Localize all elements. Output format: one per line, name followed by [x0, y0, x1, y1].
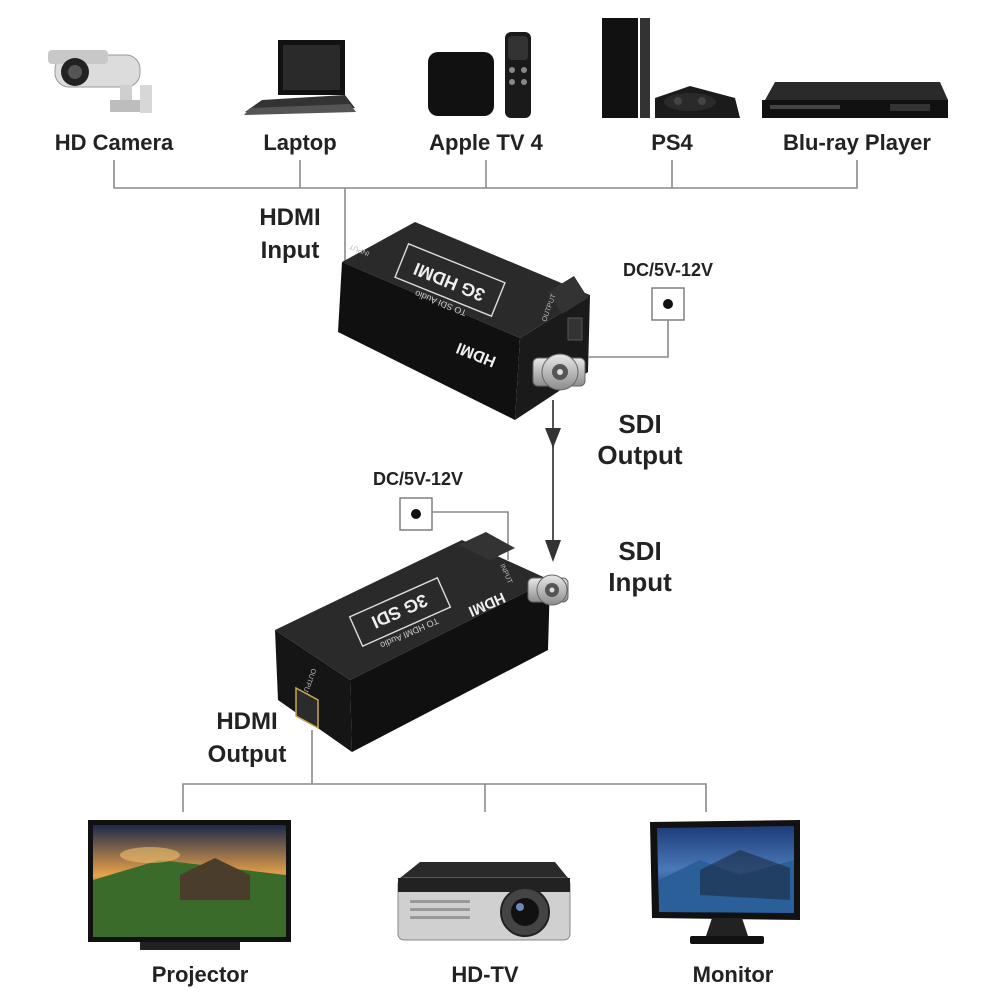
hdmi-input-label-line1: HDMI	[259, 204, 320, 231]
dc-jack-icon-bottom	[399, 497, 433, 531]
hdmi-output-label-line2: Output	[208, 741, 287, 768]
hdmi-output-label-line1: HDMI	[216, 708, 277, 735]
display-label-hdtv: HD-TV	[451, 962, 519, 987]
dc-line-top	[588, 320, 669, 358]
hdmi-to-sdi-converter: 3G HDMI TO SDI Audio HDMI INPUT OUTPUT	[338, 222, 590, 420]
source-label-laptop: Laptop	[263, 130, 336, 155]
dc-line-bottom	[432, 511, 509, 560]
sdi-input-label-line2: Input	[608, 567, 672, 597]
projector-icon	[397, 862, 571, 941]
camera-icon	[48, 50, 152, 113]
sdi-input-label-line1: SDI	[618, 536, 661, 566]
sdi-output-label-line1: SDI	[618, 409, 661, 439]
source-bus	[113, 160, 858, 268]
dc-power-label-top: DC/5V-12V	[623, 260, 713, 280]
hdmi-input-label-line2: Input	[261, 237, 320, 264]
display-label-monitor: Monitor	[693, 962, 774, 987]
display-bus	[182, 730, 707, 812]
source-label-camera: HD Camera	[55, 130, 174, 155]
sdi-output-label-line2: Output	[597, 440, 683, 470]
source-label-bluray: Blu-ray Player	[783, 130, 931, 155]
display-label-projector: Projector	[152, 962, 249, 987]
dc-jack-icon-top	[651, 287, 685, 321]
source-label-ps4: PS4	[651, 130, 693, 155]
laptop-icon	[244, 40, 356, 115]
sdi-cable-arrow	[545, 400, 561, 562]
ps4-icon	[602, 18, 740, 118]
dc-power-label-bottom: DC/5V-12V	[373, 469, 463, 489]
tv-icon	[88, 820, 291, 950]
sdi-to-hdmi-converter: 3G SDI TO HDMI Audio HDMI INPUT OUTPUT	[275, 532, 569, 752]
monitor-icon	[650, 820, 800, 944]
apple-tv-icon	[428, 32, 531, 118]
bluray-icon	[762, 82, 948, 118]
source-label-apple-tv: Apple TV 4	[429, 130, 543, 155]
